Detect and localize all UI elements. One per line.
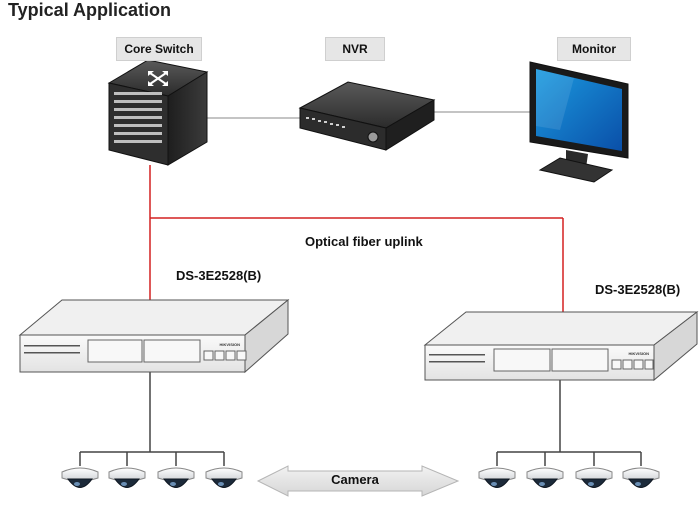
dome-camera-icon [622, 467, 660, 488]
left-access-switch-icon [18, 298, 290, 374]
camera-double-arrow [256, 465, 460, 497]
left-switch-model: DS-3E2528(B) [176, 268, 262, 283]
dome-camera-icon [157, 467, 195, 488]
core-switch-label: Core Switch [116, 37, 202, 61]
dome-camera-icon [108, 467, 146, 488]
nvr-icon [298, 81, 436, 151]
dome-camera-icon [478, 467, 516, 488]
right-access-switch-icon [423, 310, 699, 382]
camera-label: Camera [331, 472, 379, 487]
nvr-label: NVR [325, 37, 385, 61]
monitor-label: Monitor [557, 37, 631, 61]
fiber-uplink [149, 165, 564, 312]
dome-camera-icon [575, 467, 613, 488]
right-camera-icons [478, 467, 660, 488]
dome-camera-icon [526, 467, 564, 488]
core-switch-icon [107, 59, 209, 166]
left-camera-links [79, 372, 225, 466]
dome-camera-icon [205, 467, 243, 488]
left-camera-icons [61, 467, 243, 488]
monitor-icon [529, 61, 629, 183]
right-switch-model: DS-3E2528(B) [595, 282, 681, 297]
dome-camera-icon [61, 467, 99, 488]
right-camera-links [496, 380, 642, 466]
page-title: Typical Application [8, 0, 172, 20]
left-switch-brand: HIKVISION [220, 342, 241, 347]
right-switch-brand: HIKVISION [629, 351, 650, 356]
uplink-label: Optical fiber uplink [305, 234, 423, 249]
